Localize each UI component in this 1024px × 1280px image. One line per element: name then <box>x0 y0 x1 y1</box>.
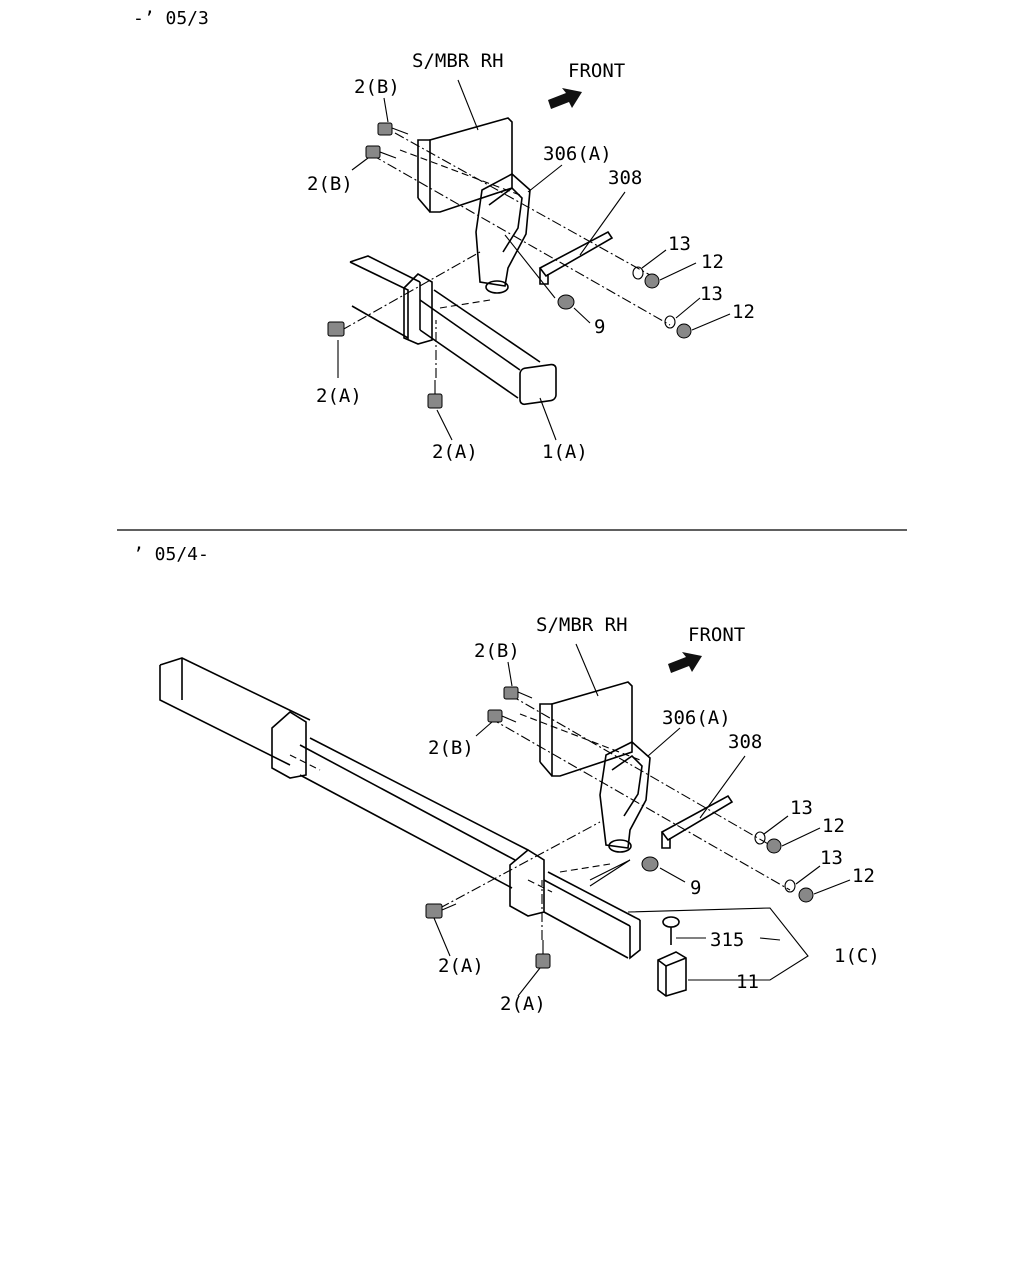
top-section: -’ 05/3 <box>133 8 755 463</box>
top-label-smbr: S/MBR RH <box>412 50 504 72</box>
bottom-bolt-2a-vertical <box>535 940 551 969</box>
bottom-nut-12b <box>798 887 814 903</box>
bottom-label-306a: 306(A) <box>662 707 731 729</box>
top-label-1a: 1(A) <box>542 441 588 463</box>
bottom-label-2b-upper: 2(B) <box>474 640 520 662</box>
bottom-washer-13a <box>754 831 766 845</box>
top-label-308: 308 <box>608 167 642 189</box>
bottom-nut-9 <box>641 856 659 872</box>
top-washer-13b <box>664 315 676 329</box>
bottom-label-9: 9 <box>690 877 701 899</box>
bottom-label-11: 11 <box>736 971 759 993</box>
bottom-label-13b: 13 <box>820 847 843 869</box>
top-washer-13a <box>632 266 644 280</box>
bottom-label-308: 308 <box>728 731 762 753</box>
bottom-washer-13b <box>784 879 796 893</box>
bottom-cap-11 <box>657 951 687 997</box>
bottom-label-smbr: S/MBR RH <box>536 614 628 636</box>
top-label-12b: 12 <box>732 301 755 323</box>
bottom-bolt-2b-lower <box>487 709 517 723</box>
top-label-12a: 12 <box>701 251 724 273</box>
top-label-2a-vertical: 2(A) <box>432 441 478 463</box>
bottom-crossmember-1c <box>159 657 641 960</box>
top-label-306a: 306(A) <box>543 143 612 165</box>
bottom-front-arrow <box>668 652 702 673</box>
top-plate-308 <box>538 230 614 285</box>
bottom-label-1c: 1(C) <box>834 945 880 967</box>
top-label-2a-horizontal: 2(A) <box>316 385 362 407</box>
top-bolt-2b-lower <box>365 145 397 159</box>
top-nut-12b <box>676 323 692 339</box>
top-label-2b-lower: 2(B) <box>307 173 353 195</box>
top-header: -’ 05/3 <box>133 8 209 29</box>
top-side-member <box>399 117 521 213</box>
bottom-nut-12a <box>766 838 782 854</box>
bottom-label-13a: 13 <box>790 797 813 819</box>
bottom-label-2a-vertical: 2(A) <box>500 993 546 1015</box>
bottom-screw-315 <box>662 916 680 945</box>
top-label-13b: 13 <box>700 283 723 305</box>
top-label-9: 9 <box>594 316 605 338</box>
top-bolt-2a-horizontal <box>327 321 345 337</box>
top-nut-9 <box>557 294 575 310</box>
top-front-arrow <box>548 88 582 109</box>
bottom-label-12b: 12 <box>852 865 875 887</box>
top-bracket-306a <box>475 173 531 294</box>
top-label-front: FRONT <box>568 60 625 82</box>
bottom-label-2a-horizontal: 2(A) <box>438 955 484 977</box>
bottom-plate-308 <box>660 794 734 849</box>
bottom-header: ’ 05/4- <box>133 544 209 565</box>
top-label-2b-upper: 2(B) <box>354 76 400 98</box>
bottom-bolt-2b-upper <box>503 686 533 700</box>
top-bolt-2b-upper <box>377 122 409 136</box>
top-nut-12a <box>644 273 660 289</box>
bottom-bracket-306a <box>599 741 651 853</box>
bottom-label-12a: 12 <box>822 815 845 837</box>
bottom-side-member <box>519 681 641 777</box>
bottom-label-2b-lower: 2(B) <box>428 737 474 759</box>
top-bolt-2a-vertical <box>427 380 443 409</box>
bottom-bolt-2a-horizontal <box>425 903 457 919</box>
bottom-label-front: FRONT <box>688 624 745 646</box>
bottom-label-315: 315 <box>710 929 744 951</box>
top-label-13a: 13 <box>668 233 691 255</box>
bottom-section: ’ 05/4- <box>133 544 880 1015</box>
top-crossmember-1a <box>349 255 557 406</box>
